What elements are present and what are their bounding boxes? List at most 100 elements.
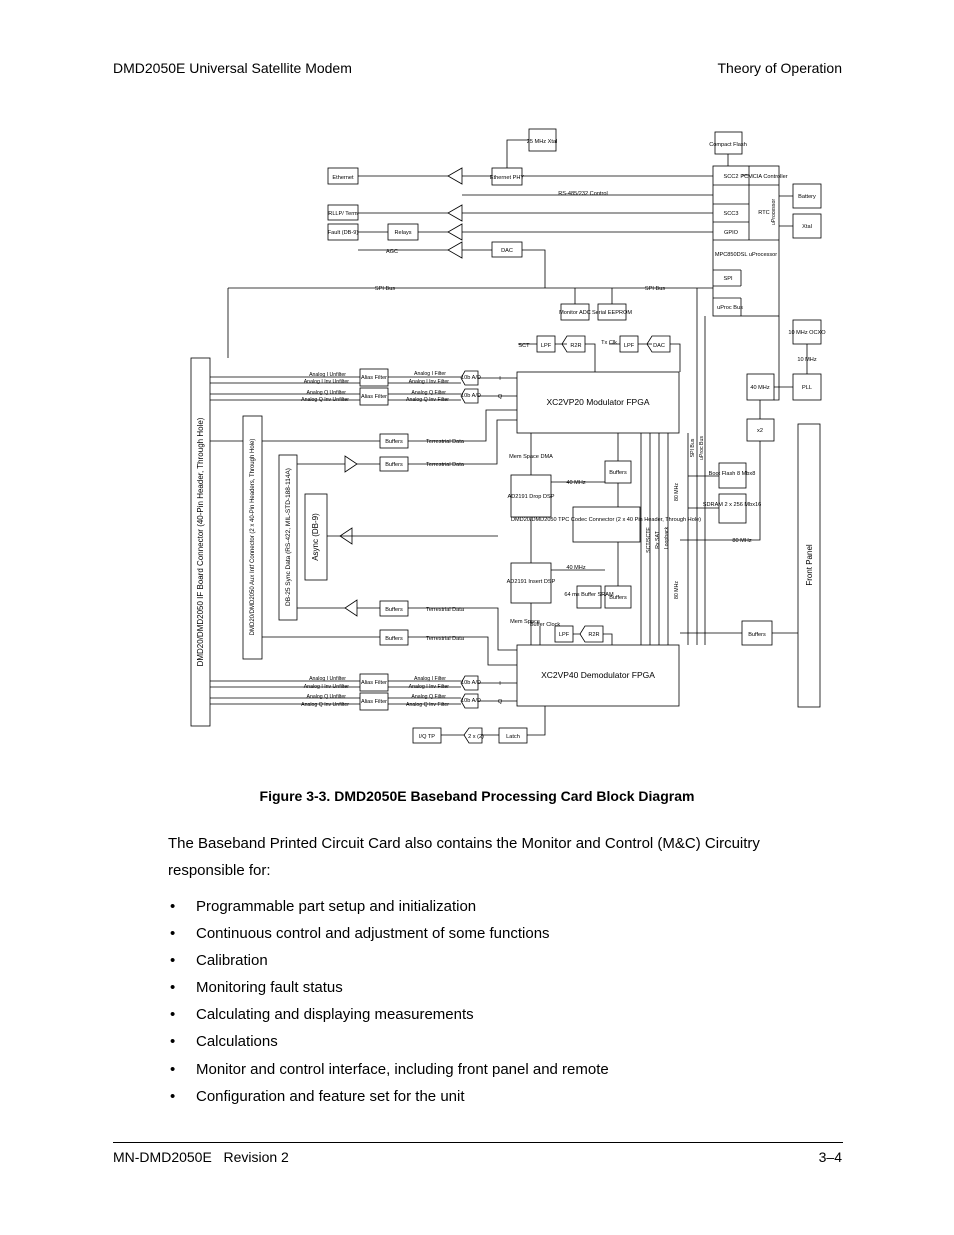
diagram-label: Loopback	[664, 526, 670, 549]
figure-caption: Figure 3-3. DMD2050E Baseband Processing…	[259, 788, 695, 804]
diagram-label: 40 MHz	[566, 565, 585, 571]
diagram-label: DB-25 Sync Data (RS-422, MIL-STD-188-114…	[285, 468, 292, 606]
diagram-label: Relays	[394, 230, 411, 236]
diagram-label: AD2191 Insert DSP	[507, 579, 556, 585]
list-item: Calibration	[168, 947, 609, 974]
diagram-label: Tx Clk	[601, 340, 617, 346]
diagram-label: Buffers	[748, 632, 766, 638]
diagram-label: 10b A/D	[461, 393, 481, 399]
diagram-label: RLLP/ Term	[328, 211, 358, 217]
diagram-label: 10b A/D	[461, 375, 481, 381]
diagram-label: RS-485/232 Control	[558, 191, 607, 197]
diagram-label: SPI Bus	[645, 286, 665, 292]
diagram-label: 40 MHz	[750, 385, 769, 391]
diagram-label: Mem Space DMA	[509, 454, 553, 460]
list-item: Calculations	[168, 1028, 609, 1055]
diagram-label: AGC	[386, 249, 398, 255]
diagram-label: DMD20/DMD2050 TPC Codec Connector (2 x 4…	[511, 517, 701, 523]
header-section: Theory of Operation	[717, 60, 842, 76]
diagram-label: Analog Q Inv Filter	[406, 397, 449, 403]
list-item: Continuous control and adjustment of som…	[168, 920, 609, 947]
diagram-label: Analog I Filter	[414, 676, 446, 682]
diagram-label: SCT/SCTE	[646, 527, 652, 553]
diagram-label: Terrestrial Data	[426, 439, 465, 445]
diagram-label: Analog I Inv Filter	[409, 379, 450, 385]
diagram-label: 10 MHz OCXO	[788, 330, 826, 336]
diagram-label: MPC850DSL uProcessor	[715, 252, 777, 258]
diagram-label: Buffer Clock	[530, 622, 561, 628]
diagram-label: SCT	[518, 343, 530, 349]
diagram-label: Terrestrial Data	[426, 607, 465, 613]
header-title: DMD2050E Universal Satellite Modem	[113, 60, 352, 76]
diagram-label: 40 MHz	[566, 480, 585, 486]
diagram-label: Analog Q Unfilter	[306, 694, 346, 700]
diagram-label: Analog Q Inv Unfilter	[301, 702, 349, 708]
diagram-label: LPF	[624, 343, 635, 349]
diagram-label: Boot Flash 8 Mbx8	[709, 471, 756, 477]
list-item: Monitoring fault status	[168, 974, 609, 1001]
diagram-label: I/Q TP	[419, 734, 435, 740]
diagram-label: SCC2	[724, 174, 739, 180]
diagram-label: Mem Space	[510, 619, 540, 625]
diagram-label: 10 MHz	[797, 357, 816, 363]
diagram-label: RTC	[758, 210, 769, 216]
diagram-label: Analog Q Filter	[411, 694, 446, 700]
diagram-label: uProc Bus	[717, 305, 743, 311]
diagram-label: Xtal	[802, 224, 812, 230]
diagram-label: Analog Q Inv Filter	[406, 702, 449, 708]
diagram-label: SPI	[723, 276, 732, 282]
diagram-label: Front Panel	[805, 544, 814, 586]
bullet-list: Programmable part setup and initializati…	[168, 893, 609, 1110]
diagram-label: Buffers	[385, 462, 403, 468]
diagram-label: 80 MHz	[674, 581, 680, 599]
diagram-label: 25 MHz Xtal	[527, 139, 557, 145]
diagram-label: Buffers	[609, 595, 627, 601]
diagram-label: Terrestrial Data	[426, 462, 465, 468]
diagram-label: PLL	[802, 385, 812, 391]
diagram-label: DAC	[501, 248, 513, 254]
diagram-label: DMD20/DMD2050 IF Board Connector (40-Pin…	[196, 417, 205, 666]
diagram-label: Buffers	[385, 607, 403, 613]
footer-doc-id: MN-DMD2050E Revision 2	[113, 1149, 289, 1165]
diagram-label: Rx SAT	[655, 530, 661, 548]
diagram-label: Latch	[506, 734, 520, 740]
diagram-label: Analog Q Filter	[411, 390, 446, 396]
diagram-label: SPI Bus	[375, 286, 395, 292]
diagram-label: Analog I Inv Unfilter	[304, 379, 350, 385]
diagram-label: SDRAM 2 x 256 Mbx16	[703, 502, 761, 508]
diagram-label: uProc Bus	[699, 436, 705, 460]
diagram-label: Q	[498, 699, 503, 705]
block-diagram: 25 MHz Xtal Compact Flash Ethernet Ether…	[190, 128, 826, 744]
diagram-label: Fault (DB-9)	[328, 230, 359, 236]
diagram-label: Terrestrial Data	[426, 636, 465, 642]
diagram-label: XC2VP20 Modulator FPGA	[547, 397, 650, 407]
diagram-label: AD2191 Drop DSP	[508, 494, 555, 500]
diagram-label: LPF	[559, 632, 570, 638]
diagram-label: XC2VP40 Demodulator FPGA	[541, 670, 655, 680]
diagram-label: Q	[498, 394, 503, 400]
diagram-label: x2	[757, 428, 763, 434]
diagram-label: Analog I Inv Filter	[409, 684, 450, 690]
diagram-label: Analog Q Inv Unfilter	[301, 397, 349, 403]
diagram-label: Analog I Unfilter	[309, 372, 346, 378]
diagram-label: 2 x (2)	[468, 734, 484, 740]
diagram-label: Async (DB-9)	[311, 513, 320, 561]
diagram-label: Alias Filter	[361, 394, 387, 400]
diagram-label: Analog I Filter	[414, 371, 446, 377]
diagram-label: 10b A/D	[461, 698, 481, 704]
diagram-label: 10b A/D	[461, 680, 481, 686]
diagram-label: I	[499, 376, 501, 382]
diagram-label: DAC	[653, 343, 665, 349]
diagram-label: Serial EEPROM	[592, 310, 632, 316]
diagram-label: Alias Filter	[361, 680, 387, 686]
diagram-label: LPF	[541, 343, 552, 349]
diagram-label: Alias Filter	[361, 699, 387, 705]
diagram-label: Analog Q Unfilter	[306, 390, 346, 396]
diagram-label: Compact Flash	[709, 142, 747, 148]
diagram-label: 80 MHz	[732, 538, 751, 544]
diagram-label: Analog I Inv Unfilter	[304, 684, 350, 690]
diagram-label: Ethernet PHY	[490, 175, 524, 181]
list-item: Calculating and displaying measurements	[168, 1001, 609, 1028]
diagram-label: SPI Bus	[690, 438, 696, 457]
diagram-label: Ethernet	[332, 175, 354, 181]
